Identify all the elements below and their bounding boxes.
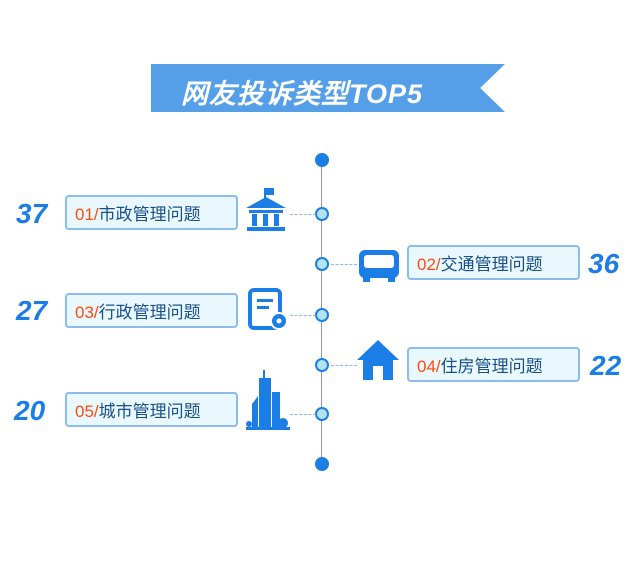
item-rank: 02/ [417,255,441,274]
item-value: 22 [590,350,622,381]
list-item: 03/行政管理问题 [65,293,238,328]
government-building-icon [246,188,286,231]
item-value: 27 [16,295,48,326]
item-rank: 01/ [75,205,99,224]
item-value: 37 [16,198,48,229]
title: 网友投诉类型TOP5 [181,79,424,109]
timeline-end-dot [315,457,329,471]
list-item: 04/住房管理问题 [407,347,580,382]
connector [331,264,357,265]
item-rank: 03/ [75,303,99,322]
timeline-node [315,308,329,322]
title-banner: 网友投诉类型TOP5 [151,64,505,112]
item-label: 行政管理问题 [98,303,201,322]
bus-icon [359,250,399,282]
timeline-node [315,407,329,421]
item-label: 城市管理问题 [98,402,201,421]
timeline-node [315,207,329,221]
connector [290,214,316,215]
timeline-node [315,358,329,372]
item-value: 20 [14,395,46,426]
connector [290,414,316,415]
city-buildings-icon [246,370,290,430]
document-gear-icon [248,288,288,330]
item-rank: 05/ [75,402,99,421]
item-label: 交通管理问题 [440,255,543,274]
house-icon [357,340,399,380]
timeline-start-dot [315,153,329,167]
item-label: 市政管理问题 [98,205,201,224]
timeline-node [315,257,329,271]
list-item: 05/城市管理问题 [65,392,238,427]
list-item: 01/市政管理问题 [65,195,238,230]
list-item: 02/交通管理问题 [407,245,580,280]
item-value: 36 [588,248,620,279]
connector [290,315,316,316]
item-label: 住房管理问题 [440,357,543,376]
connector [331,365,357,366]
item-rank: 04/ [417,357,441,376]
